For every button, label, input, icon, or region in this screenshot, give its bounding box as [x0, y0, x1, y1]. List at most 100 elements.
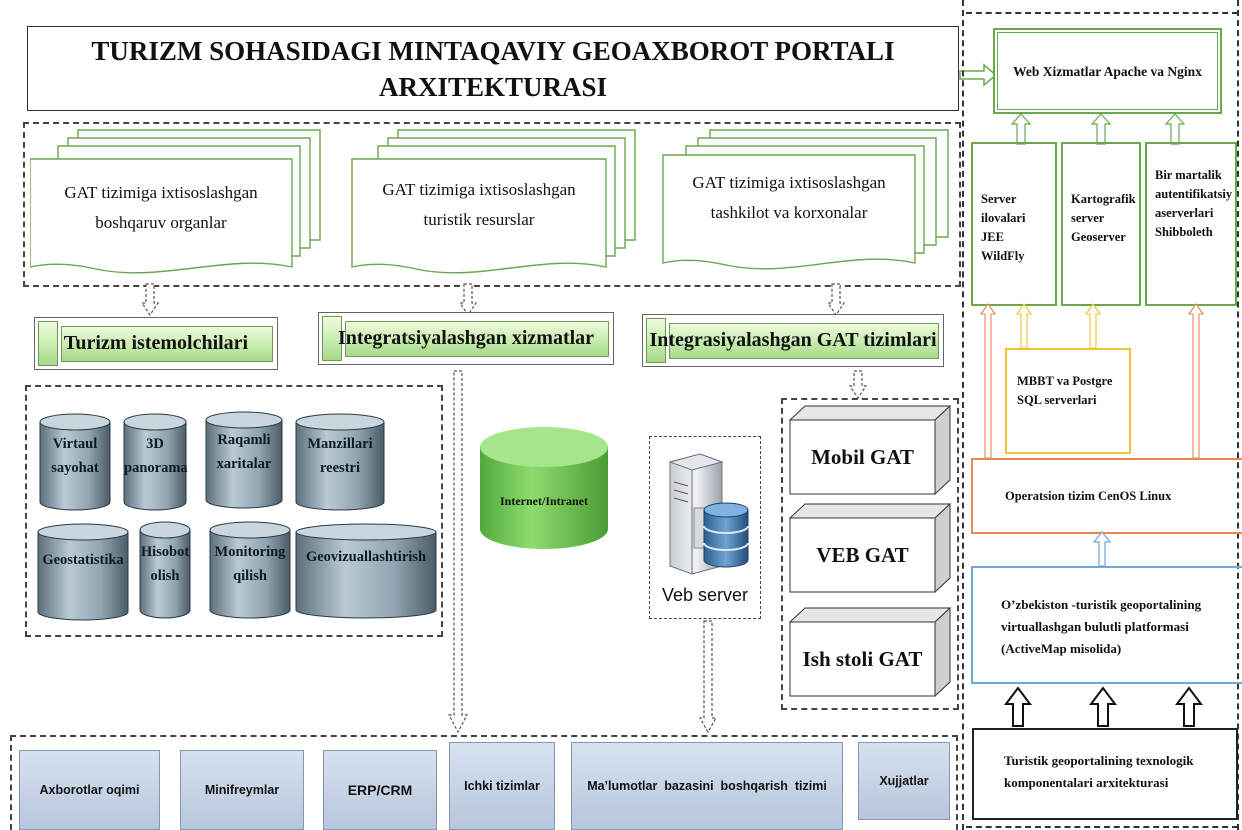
tech-line-2: komponentalari arxitekturasi — [1004, 775, 1169, 790]
web-services-box: Web Xizmatlar Apache va Nginx — [993, 28, 1222, 114]
webserver-to-bottom-arrow — [698, 620, 718, 734]
banner-services-label: Integratsiyalashgan xizmatlar — [337, 327, 595, 349]
document-2-line-1: GAT tizimiga ixtisoslashgan — [382, 180, 576, 199]
consumer-3-line-1: Raqamli — [217, 432, 271, 448]
page-title: TURIZM SOHASIDAGI MINTAQAVIY GEOAXBOROT … — [27, 26, 959, 111]
banner-gat-label: Integrasiyalashgan GAT tizimlari — [649, 329, 937, 351]
document-stack-2 — [351, 129, 636, 274]
banner-services-bar — [345, 321, 609, 357]
carto-server-box: Kartografik server Geoserver — [1061, 142, 1141, 306]
db-servers-line-1: MBBT va Postgre — [1017, 374, 1113, 388]
carto-server-line-2: server — [1071, 211, 1105, 225]
auth-server-line-1: Bir martalik — [1155, 168, 1222, 182]
consumer-7-line-2: qilish — [233, 568, 267, 584]
cloud-line-1: O’zbekiston -turistik geoportalining — [1001, 597, 1202, 612]
cylinder-7 — [209, 521, 291, 619]
gat-cubes — [788, 404, 952, 698]
consumer-3: Raqamli xaritalar — [206, 428, 282, 476]
consumer-1-line-1: Virtaul — [52, 436, 98, 452]
arrow-down-3 — [826, 283, 846, 317]
auth-server-box: Bir martalik autentifikatsiy aserverlari… — [1145, 142, 1237, 306]
document-3: GAT tizimiga ixtisoslashgan tashkilot va… — [663, 168, 915, 238]
black-up-arrows — [1004, 686, 1203, 727]
banner-gat-accent — [646, 318, 666, 363]
arrow-down-gat — [848, 370, 868, 400]
document-2: GAT tizimiga ixtisoslashgan turistik res… — [352, 175, 606, 245]
consumer-6-line-2: olish — [150, 568, 180, 584]
consumer-6-line-1: Hisobot — [140, 544, 190, 560]
cube-2 — [788, 502, 952, 594]
auth-server-line-4: Shibboleth — [1155, 225, 1213, 239]
consumer-7-line-1: Monitoring — [214, 544, 286, 560]
consumer-8: Geovizuallashtirish — [296, 545, 436, 569]
server-apps-line-2: ilovalari — [981, 211, 1026, 225]
document-1-line-1: GAT tizimiga ixtisoslashgan — [64, 183, 258, 202]
document-2-line-2: turistik resurslar — [423, 210, 535, 229]
gat-systems-frame — [781, 398, 959, 710]
gat-desktop: Ish stoli GAT — [802, 646, 923, 671]
consumer-cylinders — [37, 411, 437, 621]
consumer-4: Manzillari reestri — [296, 432, 384, 480]
os-box: Operatsion tizim CenOS Linux — [971, 458, 1242, 534]
tech-line-1: Turistik geoportalining texnologik — [1004, 753, 1194, 768]
auth-server-line-3: aserverlari — [1155, 206, 1214, 220]
bottom-systems-frame — [10, 735, 958, 830]
bottom-documents: Xujjatlar — [858, 742, 950, 820]
bottom-dbms: Ma’lumotlar bazasini boshqarish tizimi — [571, 742, 843, 830]
cylinder-1 — [39, 413, 111, 511]
consumer-4-line-2: reestri — [320, 460, 360, 476]
banner-consumers-accent — [38, 321, 58, 366]
consumer-1-line-2: sayohat — [51, 460, 99, 476]
document-stack-3 — [662, 129, 949, 270]
consumer-4-line-1: Manzillari — [307, 436, 373, 452]
cloud-platform-box: O’zbekiston -turistik geoportalining vir… — [971, 566, 1242, 684]
cylinder-3 — [205, 411, 283, 509]
cloud-line-3: (ActiveMap misolida) — [1001, 641, 1122, 656]
document-1-line-2: boshqaruv organlar — [95, 213, 227, 232]
carto-server-line-1: Kartografik — [1071, 192, 1136, 206]
gat-mobile: Mobil GAT — [811, 444, 914, 469]
banner-services: Integratsiyalashgan xizmatlar — [318, 312, 614, 365]
title-to-webservices-arrow — [959, 63, 998, 87]
cloud-line-2: virtuallashgan bulutli platformasi — [1001, 619, 1189, 634]
consumer-6: Hisobot olish — [140, 540, 190, 588]
bottom-internal-systems: Ichki tizimlar — [449, 742, 555, 830]
bottom-miniframes: Minifreymlar — [180, 750, 304, 830]
document-3-line-2: tashkilot va korxonalar — [710, 203, 868, 222]
server-apps-line-3: JEE WildFly — [981, 230, 1025, 263]
banner-gat-bar — [669, 323, 939, 359]
cube-1 — [788, 404, 952, 496]
banner-gat: Integrasiyalashgan GAT tizimlari — [642, 314, 944, 367]
stakeholders-frame — [23, 122, 961, 287]
network-cylinder — [480, 427, 608, 549]
cylinder-6 — [139, 521, 191, 619]
panel-top-border — [966, 12, 1238, 14]
consumer-2: 3D panorama — [124, 432, 188, 480]
server-database-icon — [668, 453, 749, 575]
server-apps-box: Server ilovalari JEE WildFly — [971, 142, 1057, 306]
document-stack-1 — [30, 129, 321, 274]
network-label: Internet/Intranet — [500, 493, 588, 508]
banner-consumers-bar — [61, 326, 273, 362]
consumer-7: Monitoring qilish — [210, 540, 290, 588]
db-servers-box: MBBT va Postgre SQL serverlari — [1005, 348, 1131, 454]
tech-components-box: Turistik geoportalining texnologik kompo… — [972, 728, 1238, 820]
panel-bottom-border — [966, 826, 1238, 828]
gat-web: VEB GAT — [816, 542, 909, 567]
auth-server-line-2: autentifikatsiy — [1155, 187, 1233, 201]
cylinder-2 — [123, 413, 187, 511]
arrow-down-2 — [458, 283, 478, 317]
arrow-down-1 — [140, 283, 160, 317]
bottom-info-flow: Axborotlar oqimi — [19, 750, 160, 830]
consumer-2-line-2: panorama — [124, 460, 188, 476]
panel-divider-right — [1237, 0, 1241, 830]
document-stacks — [30, 129, 949, 274]
orange-yellow-arrows — [979, 303, 1205, 459]
consumer-8-line-1: Geovizuallashtirish — [305, 549, 427, 565]
panel-divider-left — [962, 0, 966, 830]
consumer-3-line-2: xaritalar — [216, 456, 272, 472]
banner-consumers-label: Turizm istemolchilari — [63, 332, 249, 354]
banner-consumers: Turizm istemolchilari — [34, 317, 278, 370]
document-1: GAT tizimiga ixtisoslashgan boshqaruv or… — [32, 178, 290, 248]
title-line-1: TURIZM SOHASIDAGI MINTAQAVIY GEOAXBOROT … — [91, 35, 895, 66]
